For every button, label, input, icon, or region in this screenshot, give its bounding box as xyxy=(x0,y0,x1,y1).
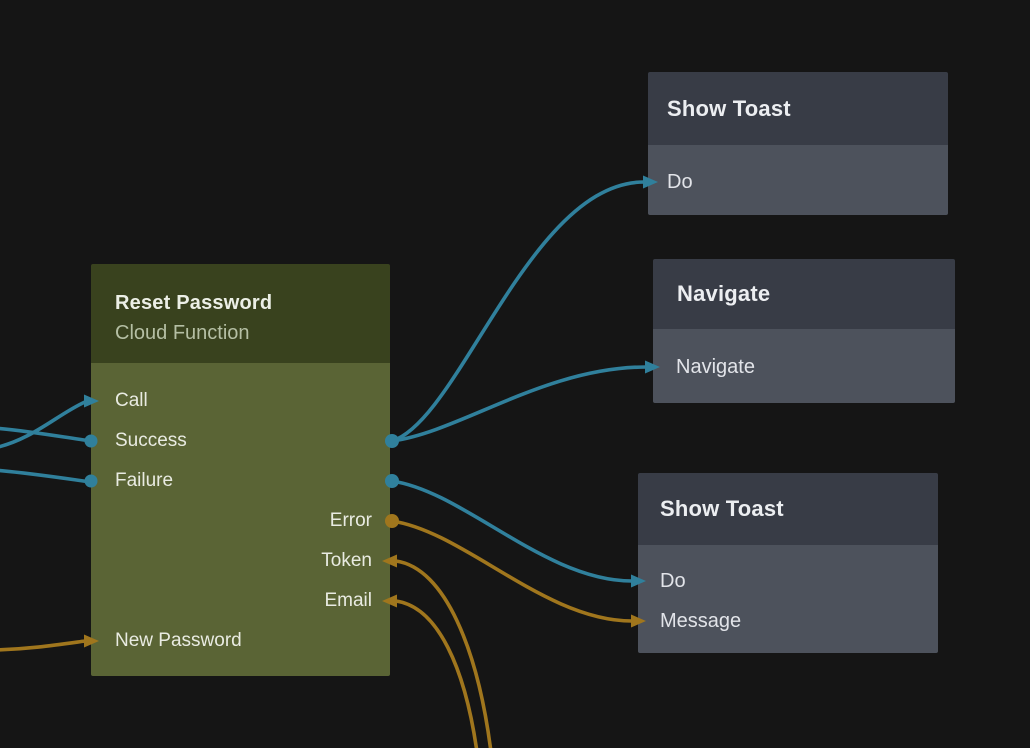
port-row-success[interactable]: Success xyxy=(91,421,390,461)
port-row-do[interactable]: Do xyxy=(638,561,938,601)
port-label-failure: Failure xyxy=(115,470,174,491)
node-body: Navigate xyxy=(653,329,955,403)
node-subtitle: Cloud Function xyxy=(115,322,250,344)
node-title: Show Toast xyxy=(660,496,784,521)
node-title: Navigate xyxy=(677,281,771,306)
node-reset-password[interactable]: Reset Password Cloud Function Call Succe… xyxy=(91,264,390,676)
node-header[interactable]: Show Toast xyxy=(638,473,938,545)
port-row-new-password[interactable]: New Password xyxy=(91,621,390,661)
wire-failure-to-show-toast-bottom-do[interactable] xyxy=(391,479,633,583)
node-body: Do Message xyxy=(638,545,938,653)
port-label-token: Token xyxy=(321,550,372,571)
node-show-toast-bottom[interactable]: Show Toast Do Message xyxy=(638,473,938,653)
port-label-navigate: Navigate xyxy=(676,355,755,378)
wire-success-to-navigate[interactable] xyxy=(391,365,647,443)
port-label-call: Call xyxy=(115,390,148,411)
wire-offscreen-to-email[interactable] xyxy=(395,599,479,748)
wire-offscreen-to-failure[interactable] xyxy=(0,468,92,484)
node-navigate[interactable]: Navigate Navigate xyxy=(653,259,955,403)
port-label-do: Do xyxy=(667,170,693,193)
wire-offscreen-to-call[interactable] xyxy=(0,400,86,449)
port-row-do[interactable]: Do xyxy=(648,162,948,202)
node-body: Do xyxy=(648,145,948,215)
port-row-failure[interactable]: Failure xyxy=(91,461,390,501)
port-label-do: Do xyxy=(660,569,686,592)
port-label-error: Error xyxy=(329,510,372,531)
wire-offscreen-to-token[interactable] xyxy=(395,559,493,748)
wire-success-to-show-toast-top-do[interactable] xyxy=(391,180,645,443)
wire-offscreen-to-new-password[interactable] xyxy=(0,639,86,652)
node-show-toast-top[interactable]: Show Toast Do xyxy=(648,72,948,215)
port-label-new-password: New Password xyxy=(115,630,242,651)
port-row-email[interactable]: Email xyxy=(91,581,390,621)
node-body: Call Success Failure Error Token Email N… xyxy=(91,363,390,676)
port-label-message: Message xyxy=(660,609,742,632)
port-row-call[interactable]: Call xyxy=(91,381,390,421)
node-header[interactable]: Show Toast xyxy=(648,72,948,145)
node-header[interactable]: Navigate xyxy=(653,259,955,329)
node-title: Show Toast xyxy=(667,95,791,121)
wire-offscreen-to-success[interactable] xyxy=(0,426,92,443)
port-row-token[interactable]: Token xyxy=(91,541,390,581)
node-title: Reset Password xyxy=(115,292,273,314)
wire-error-to-show-toast-bottom-message[interactable] xyxy=(391,519,633,623)
port-label-success: Success xyxy=(115,430,187,451)
port-row-error[interactable]: Error xyxy=(91,501,390,541)
port-label-email: Email xyxy=(324,590,372,611)
port-row-navigate[interactable]: Navigate xyxy=(653,347,955,387)
node-header[interactable]: Reset Password Cloud Function xyxy=(91,264,390,363)
port-row-message[interactable]: Message xyxy=(638,601,938,641)
